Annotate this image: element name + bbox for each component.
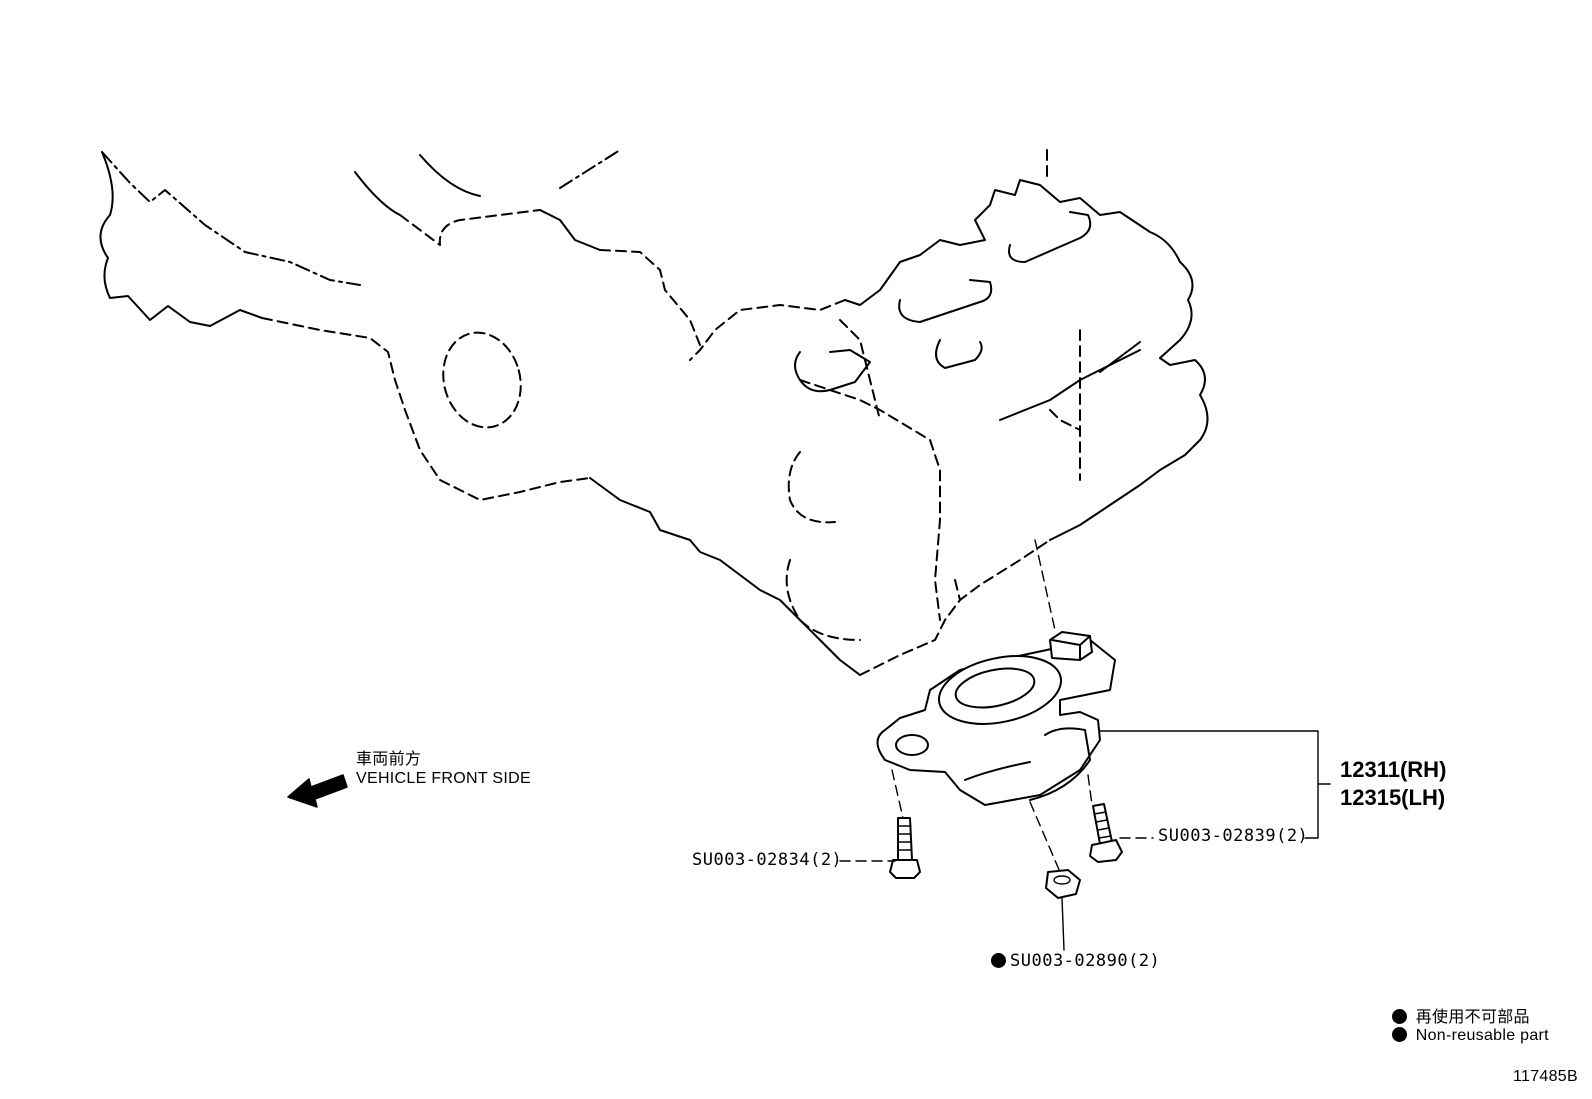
bolt-right — [1087, 774, 1123, 863]
bolt-left — [889, 769, 921, 879]
leader-lines — [839, 730, 1331, 862]
filled-circle-icon — [1392, 1009, 1407, 1024]
engine-outline — [99, 149, 1209, 676]
vehicle-front-label-jp: 車両前方 — [356, 751, 422, 768]
engine-mount — [876, 631, 1116, 806]
legend-en-text: Non-reusable part — [1415, 1027, 1549, 1044]
vehicle-front-label-en: VEHICLE FRONT SIDE — [356, 770, 531, 787]
legend-jp-text: 再使用不可部品 — [1415, 1009, 1530, 1026]
part-number-bolt-left: SU003-02834(2) — [692, 850, 843, 870]
non-reusable-marker-icon — [991, 953, 1006, 968]
arrow-left-icon — [287, 774, 348, 808]
filled-circle-icon — [1392, 1027, 1407, 1042]
part-number-bolt-right: SU003-02839(2) — [1158, 826, 1309, 846]
part-number-rh: 12311(RH) — [1340, 757, 1447, 782]
legend-jp: 再使用不可部品 — [1392, 1003, 1530, 1027]
part-number-lh: 12315(LH) — [1340, 785, 1446, 810]
part-number-nut: SU003-02890(2) — [991, 951, 1160, 971]
part-number-nut-text: SU003-02890(2) — [1010, 951, 1161, 971]
nut — [1029, 801, 1081, 951]
figure-id: 117485B — [1513, 1068, 1578, 1085]
legend-en: Non-reusable part — [1392, 1027, 1549, 1045]
